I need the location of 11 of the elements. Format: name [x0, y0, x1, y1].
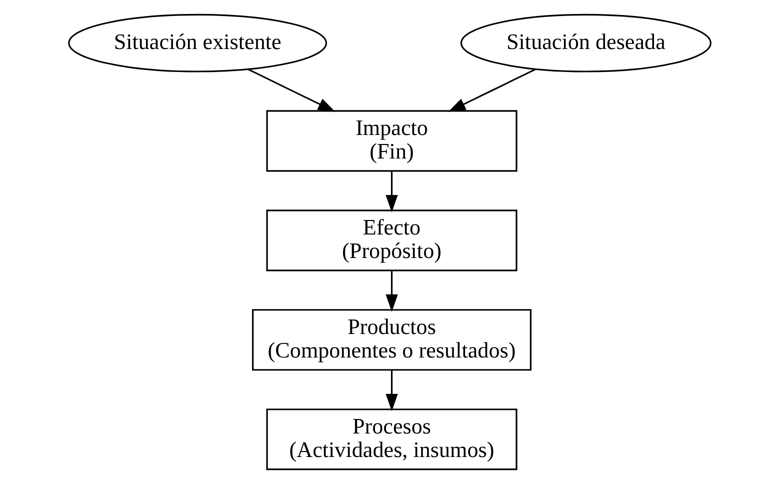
node-box: Productos (Componentes o resultados)	[252, 309, 532, 371]
arrow	[248, 68, 336, 112]
node-box: Procesos (Actividades, insumos)	[266, 408, 518, 470]
arrow	[386, 270, 398, 312]
node-ellipse: Situación existente	[68, 14, 328, 72]
arrow	[448, 68, 536, 112]
arrow	[386, 370, 398, 412]
node-ellipse: Situación deseada	[460, 14, 712, 72]
arrow	[386, 171, 398, 212]
node-box: Impacto (Fin)	[266, 110, 518, 172]
node-box: Efecto (Propósito)	[266, 210, 518, 272]
